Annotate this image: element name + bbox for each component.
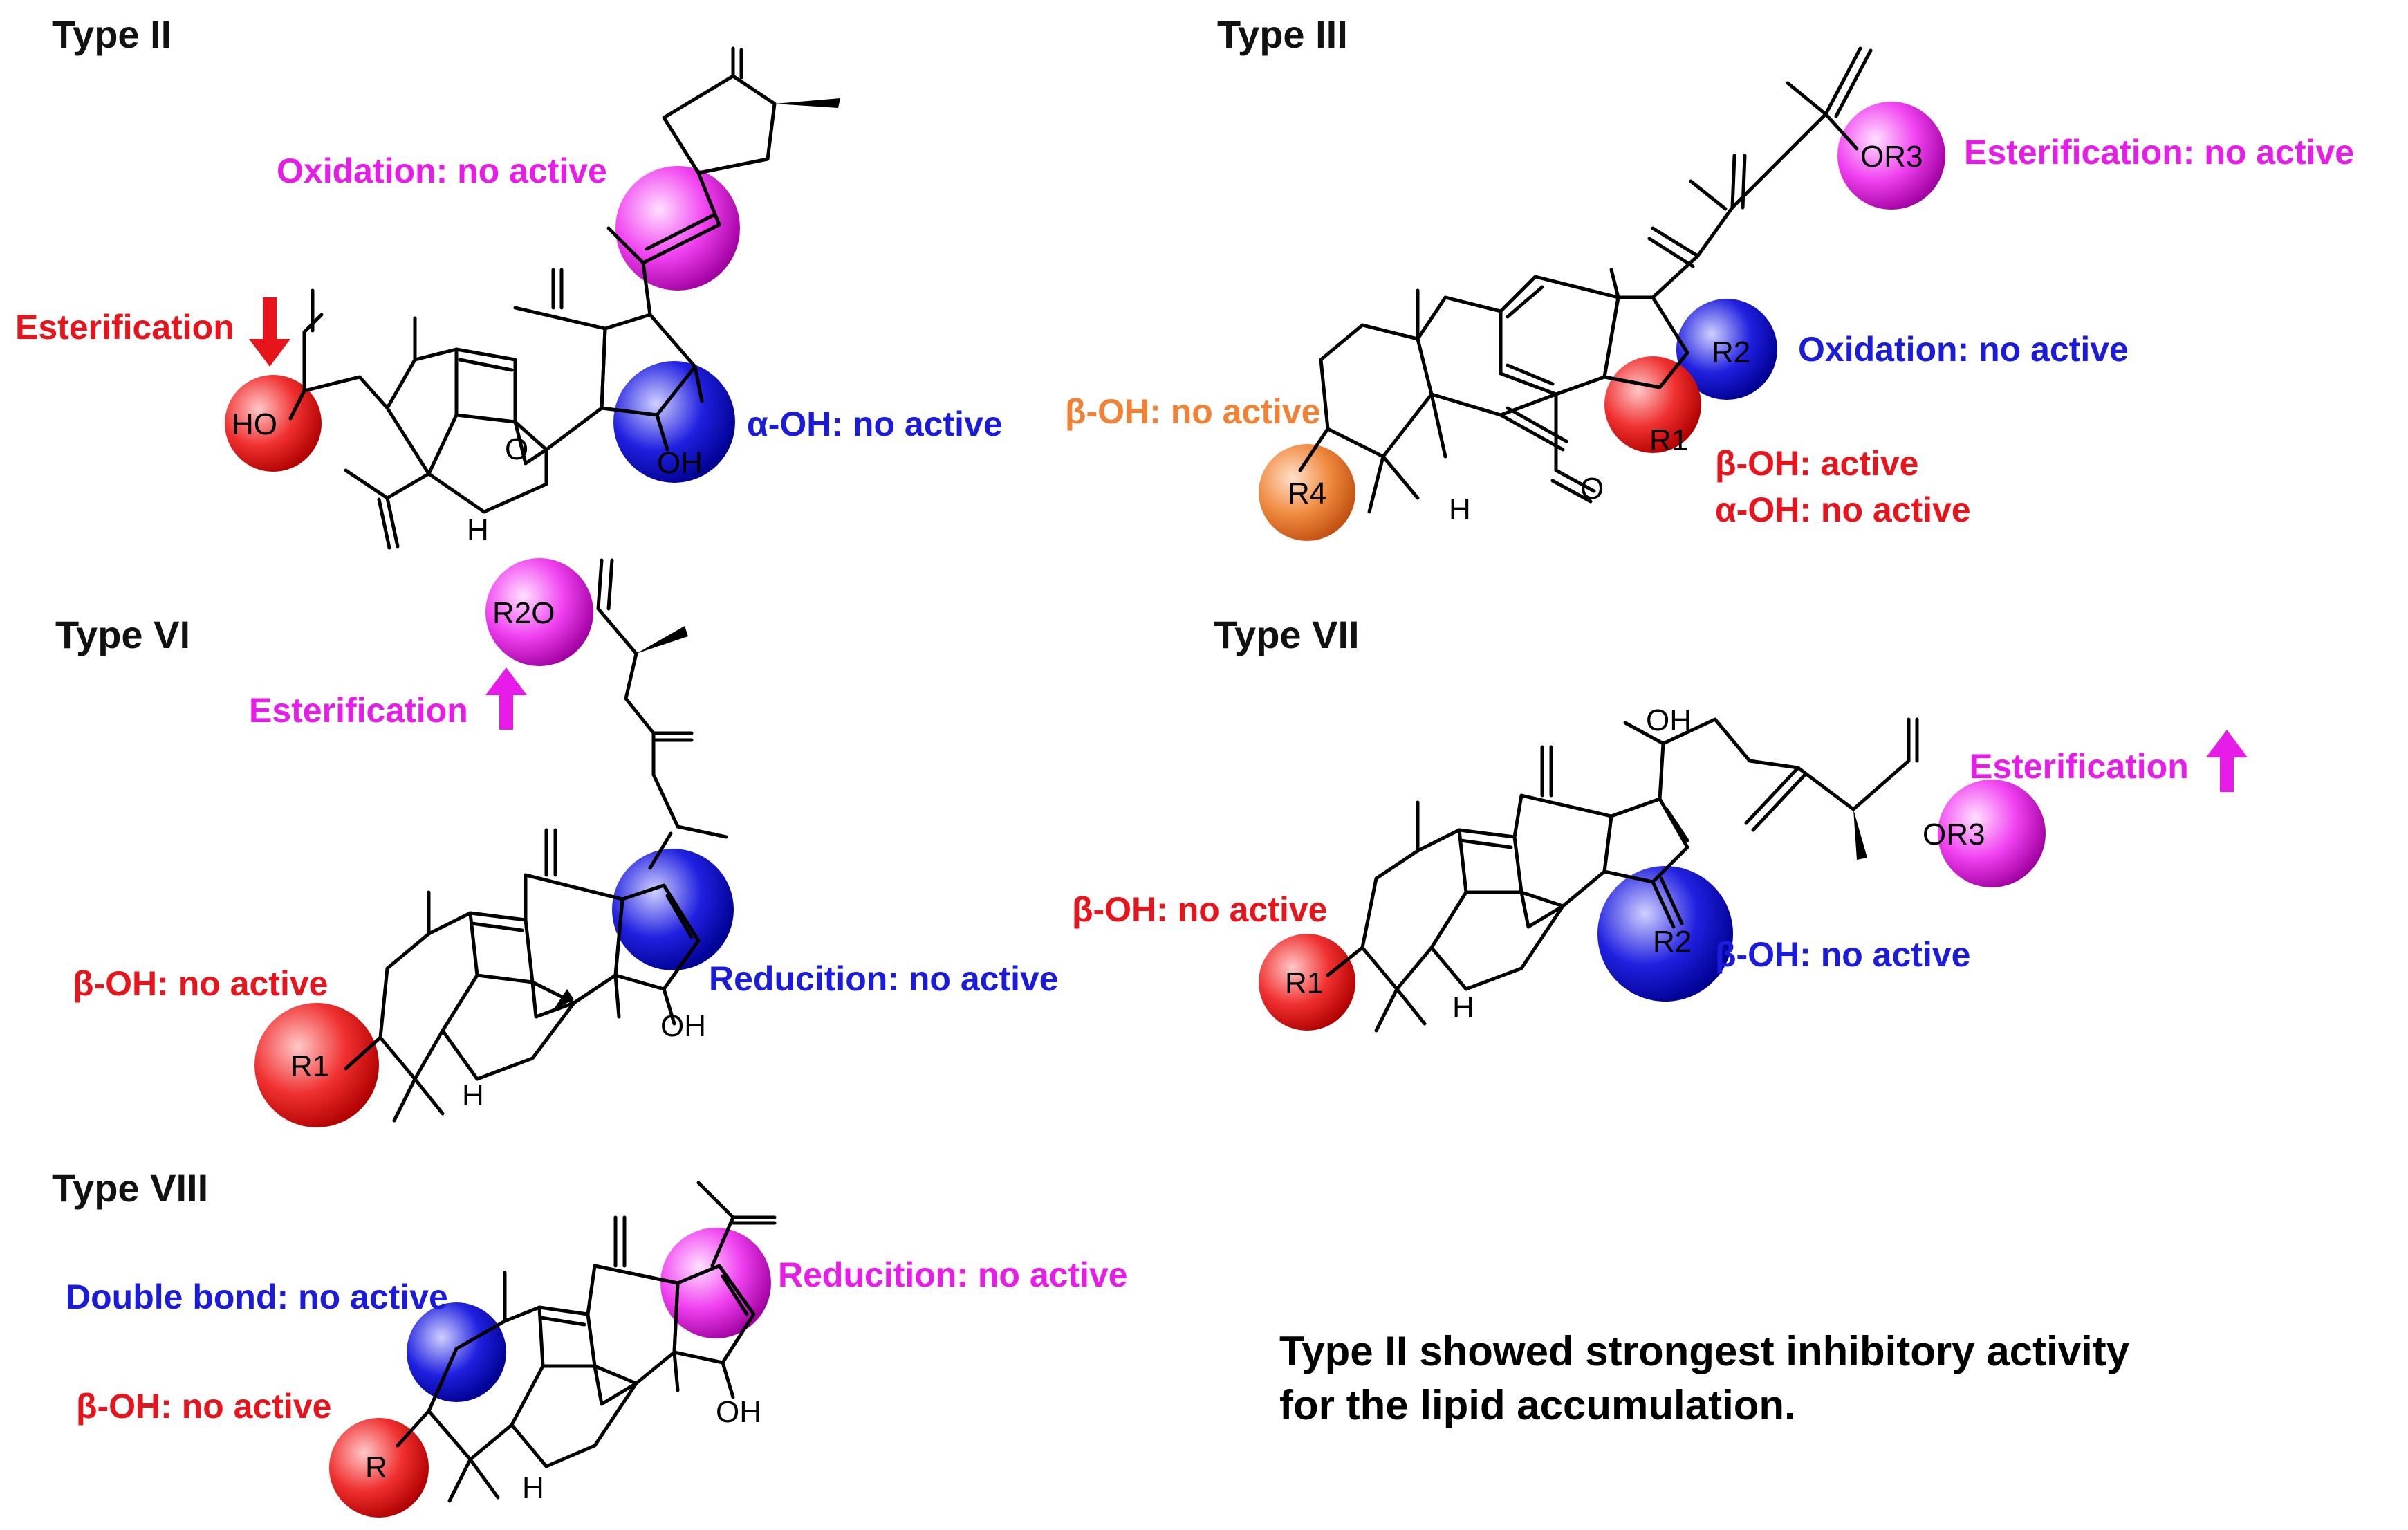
type6-oh-atom: OH <box>660 1009 706 1043</box>
type3-r1-atom: R1 <box>1649 423 1689 457</box>
type2-oh-atom: OH <box>657 446 703 480</box>
type3-beta-oh-label: β-OH: no active <box>1065 392 1321 431</box>
type8-oh-atom: OH <box>716 1395 761 1429</box>
type7-h-atom: H <box>1452 990 1474 1024</box>
type3-beta-oh-active-label: β-OH: active <box>1715 444 1919 483</box>
type7-title: Type VII <box>1214 613 1360 656</box>
conclusion-line-2: for the lipid accumulation. <box>1279 1382 1796 1428</box>
type7-r2-atom: R2 <box>1653 925 1692 959</box>
type3-h-atom: H <box>1449 492 1471 526</box>
type6-r1-highlight <box>254 1003 379 1127</box>
type3-ketone-o-atom: O <box>1580 472 1604 506</box>
type2-ho-atom: HO <box>232 407 277 441</box>
type3-ester-highlight <box>1837 102 1945 210</box>
type3-title: Type III <box>1217 12 1348 56</box>
type6-reduction-highlight <box>612 849 734 970</box>
type2-acid-highlight <box>225 375 322 472</box>
type6-reduction-label: Reducition: no active <box>709 959 1059 998</box>
type6-title: Type VI <box>55 613 191 656</box>
type6-r2o-atom: R2O <box>492 596 555 630</box>
type3-r4-highlight <box>1259 444 1355 541</box>
type3-r2-atom: R2 <box>1712 335 1751 369</box>
type3-r4-atom: R4 <box>1288 477 1327 510</box>
type8-double-bond-label: Double bond: no active <box>66 1278 448 1316</box>
type7-structure <box>1259 717 2248 1033</box>
type7-or3-atom: OR3 <box>1923 818 1985 851</box>
type6-h-atom: H <box>462 1078 484 1112</box>
type2-structure <box>225 46 840 550</box>
type7-beta-oh-right-label: β-OH: no active <box>1715 935 1971 974</box>
type6-esterification-label: Esterification <box>249 691 468 730</box>
type6-r1-atom: R1 <box>290 1049 330 1083</box>
type7-oh-atom: OH <box>1646 703 1692 737</box>
type8-structure <box>329 1181 777 1518</box>
type7-esterification-label: Esterification <box>1970 747 2189 786</box>
conclusion-line-1: Type II showed strongest inhibitory acti… <box>1279 1328 2130 1374</box>
type8-h-atom: H <box>522 1471 544 1505</box>
type7-ester-highlight <box>1938 780 2046 887</box>
type2-esterification-label: Esterification <box>15 308 234 347</box>
type7-r1-highlight <box>1259 934 1355 1031</box>
type6-beta-oh-label: β-OH: no active <box>73 964 328 1003</box>
type2-alpha-oh-label: α-OH: no active <box>747 405 1003 443</box>
type3-alpha-oh-label: α-OH: no active <box>1715 490 1971 529</box>
type8-title: Type VIII <box>52 1166 209 1210</box>
type3-structure <box>1259 46 1945 541</box>
conclusion-text: Type II showed strongest inhibitory acti… <box>1279 1325 2129 1432</box>
type8-beta-oh-label: β-OH: no active <box>76 1387 332 1426</box>
type3-or3-atom: OR3 <box>1860 140 1923 174</box>
type6-structure <box>254 558 734 1127</box>
type2-title: Type II <box>52 12 172 56</box>
type2-oxidation-label: Oxidation: no active <box>277 151 607 190</box>
type7-r2-highlight <box>1597 866 1733 1002</box>
type3-esterification-label: Esterification: no active <box>1964 133 2355 172</box>
type2-epoxide-o-atom: O <box>505 432 529 466</box>
type6-ester-highlight <box>485 558 593 666</box>
type2-h-atom: H <box>467 513 489 547</box>
type7-r1-atom: R1 <box>1285 966 1324 1000</box>
type8-r-highlight <box>329 1418 429 1518</box>
type3-oxidation-highlight <box>1676 299 1777 400</box>
type8-r-atom: R <box>365 1450 387 1484</box>
type2-alpha-oh-highlight <box>613 361 735 483</box>
type2-oxidation-highlight <box>615 166 740 291</box>
type3-oxidation-label: Oxidation: no active <box>1798 330 2129 369</box>
type8-reduction-label: Reducition: no active <box>778 1255 1128 1294</box>
type7-beta-oh-left-label: β-OH: no active <box>1072 890 1328 929</box>
